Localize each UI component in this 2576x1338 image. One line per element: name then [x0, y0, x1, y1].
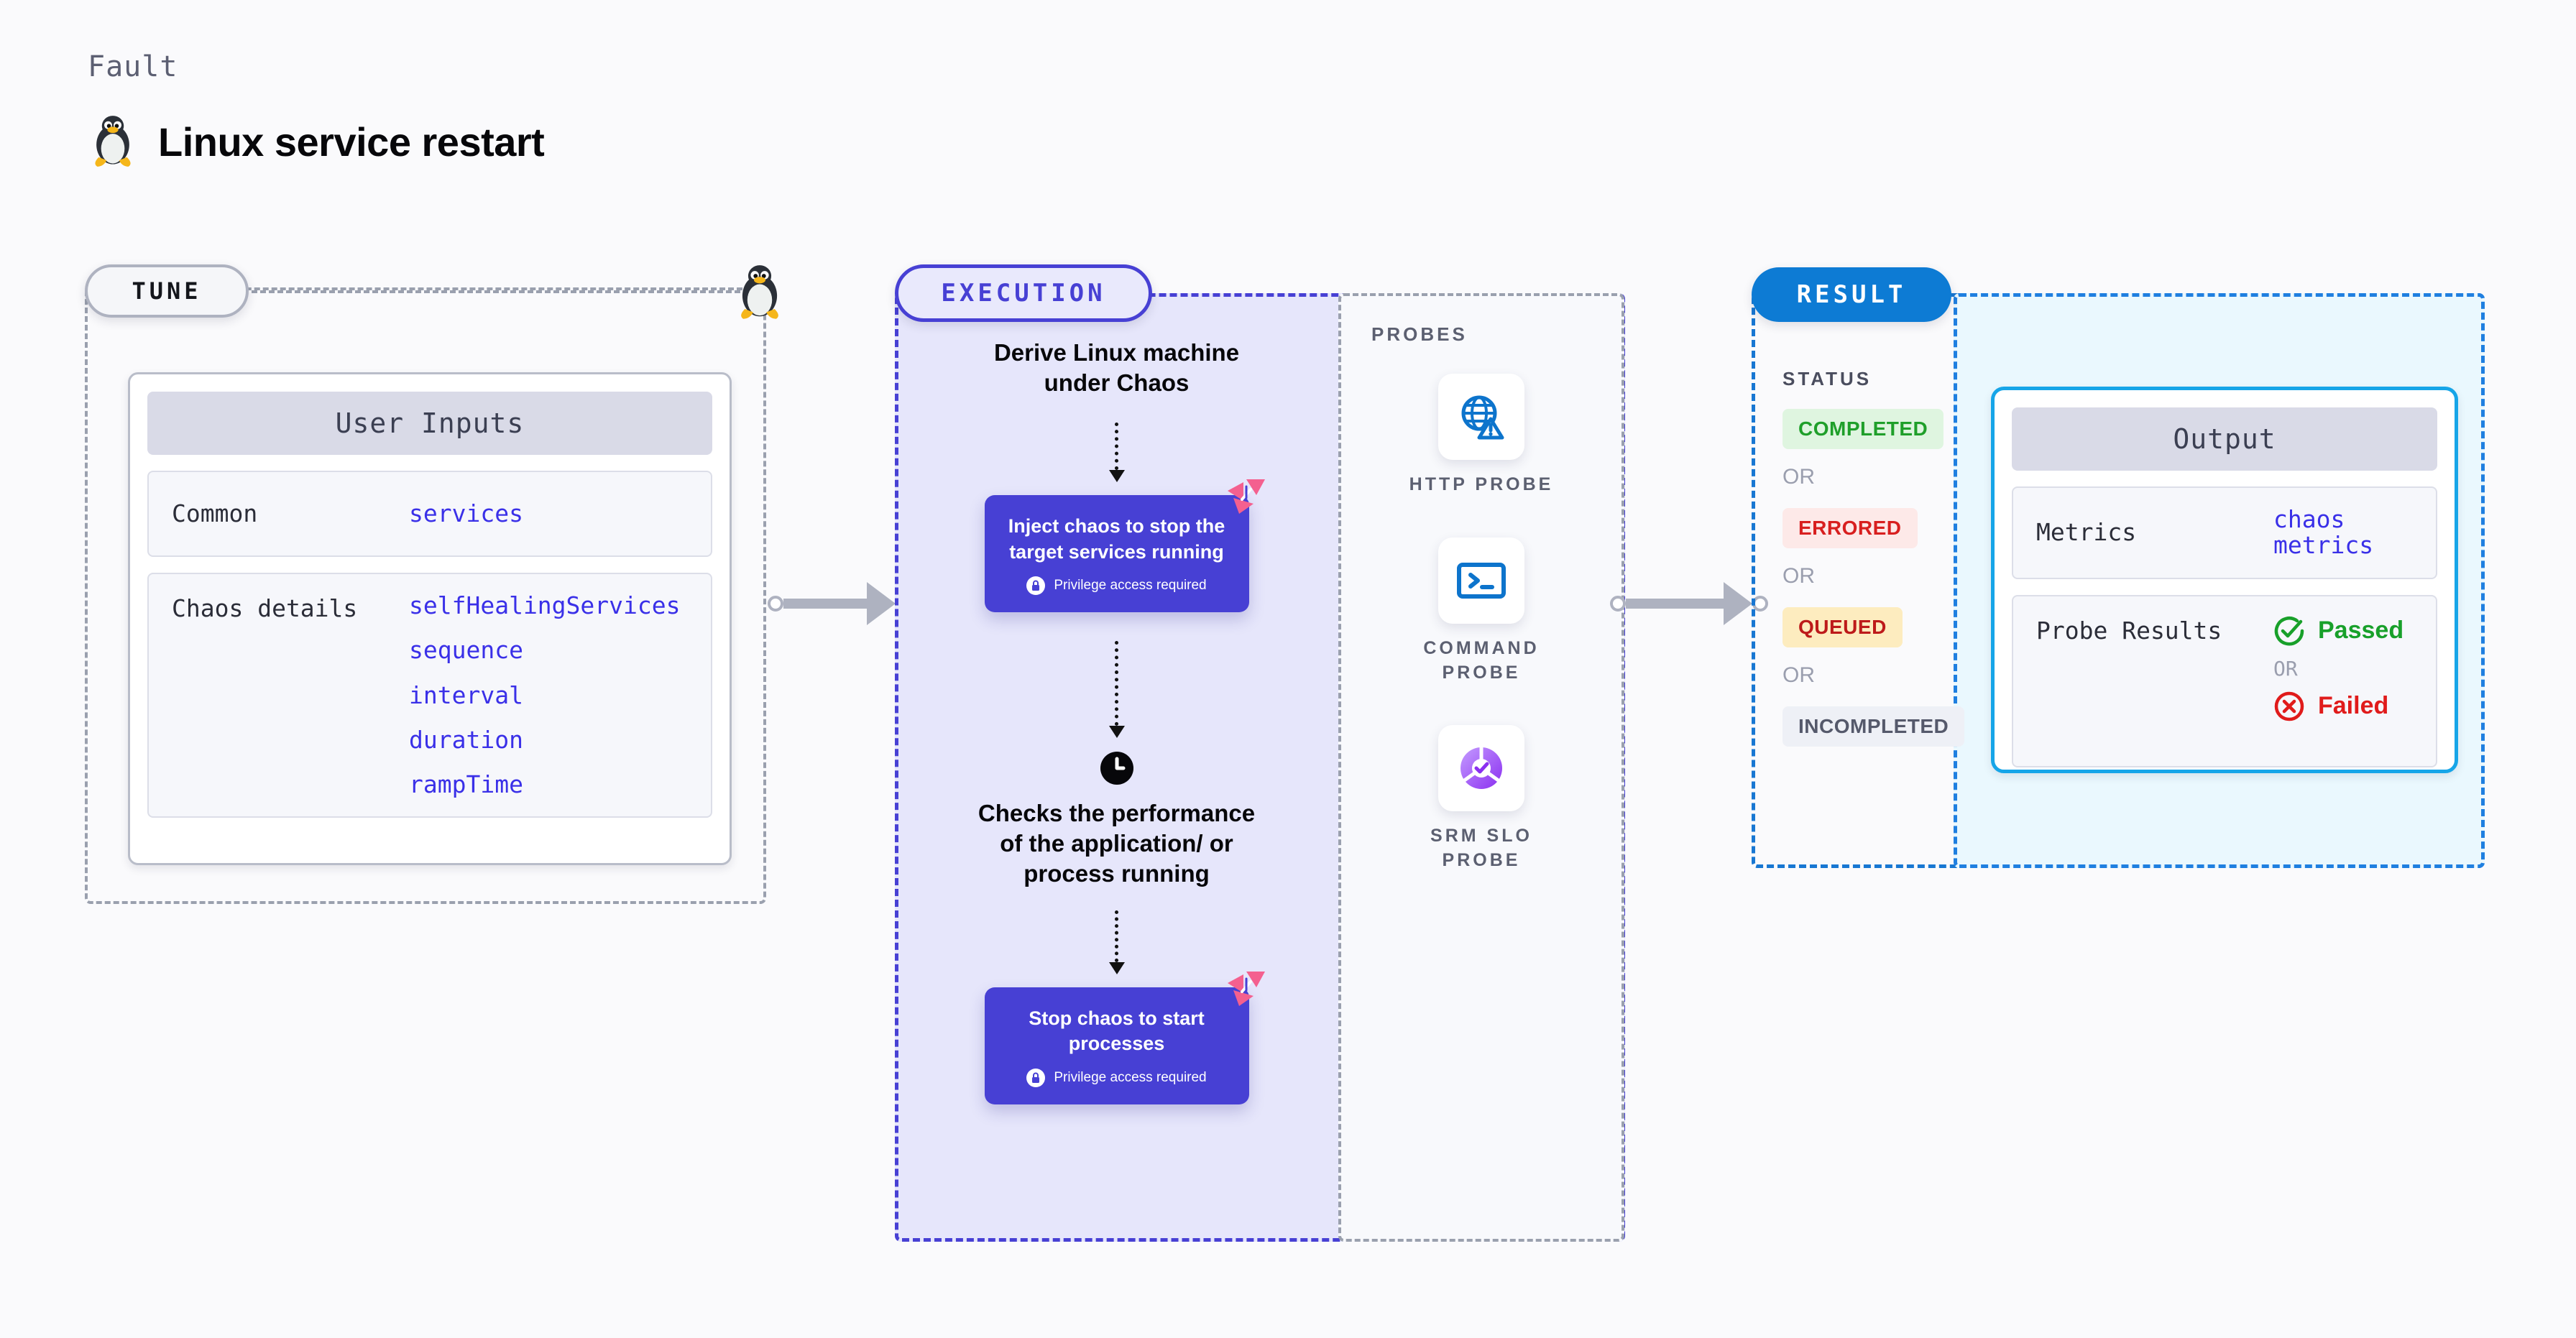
check-circle-icon	[2274, 616, 2304, 646]
probe-label: COMMAND PROBE	[1423, 637, 1540, 683]
flow-arrow-2-icon	[1108, 640, 1125, 738]
status-badge-errored: ERRORED	[1782, 508, 1918, 548]
status-badge-queued: QUEUED	[1782, 607, 1903, 647]
tux-penguin-icon	[95, 116, 131, 167]
stage-badge-result[interactable]: RESULT	[1752, 267, 1951, 322]
tune-panel	[85, 287, 766, 904]
privilege-text: Privilege access required	[1054, 577, 1207, 593]
execution-flow: Derive Linux machine under Chaos Inject …	[895, 338, 1338, 1104]
lock-icon	[1026, 576, 1046, 595]
tune-row-values: selfHealingServices sequence interval du…	[409, 591, 681, 799]
probe-tile	[1438, 537, 1524, 624]
output-metrics-key: Metrics	[2036, 518, 2137, 547]
probe-tile	[1438, 725, 1524, 812]
probe-tile	[1438, 374, 1524, 460]
execution-step-2-text: Checks the performance of the applicatio…	[978, 799, 1256, 887]
output-title: Output	[2012, 407, 2437, 471]
lock-icon	[1026, 1068, 1046, 1087]
flow-arrow-3-icon	[1108, 910, 1125, 975]
output-metrics-values: chaos metrics	[2273, 505, 2413, 560]
status-badge-completed: COMPLETED	[1782, 409, 1944, 449]
status-label: STATUS	[1782, 368, 1872, 389]
probe-result-passed: Passed	[2273, 615, 2404, 647]
tune-value-sequence[interactable]: sequence	[409, 636, 523, 665]
output-metrics-value[interactable]: chaos metrics	[2273, 505, 2374, 560]
stage-badge-tune[interactable]: TUNE	[85, 264, 249, 318]
probe-label: SRM SLO PROBE	[1430, 826, 1532, 870]
probe-item-http[interactable]: HTTP PROBE	[1409, 374, 1554, 497]
tune-value-services[interactable]: services	[409, 499, 523, 527]
output-row-probe-results: Probe Results Passed OR Failed	[2012, 594, 2437, 767]
or-separator: OR	[1782, 663, 1815, 687]
connector-start-dot	[768, 596, 783, 612]
execution-step-1-text: Derive Linux machine under Chaos	[993, 339, 1240, 397]
probes-list: HTTP PROBE COMMAND PROBE	[1338, 374, 1624, 873]
stage-badge-execution[interactable]: EXECUTION	[895, 264, 1152, 322]
tune-value-self-healing-services[interactable]: selfHealingServices	[409, 591, 681, 619]
tux-penguin-corner-icon	[741, 265, 778, 319]
connector-start-dot	[1610, 596, 1626, 612]
output-card: Output Metrics chaos metrics Probe Resul…	[1991, 387, 2458, 773]
probe-result-failed: Failed	[2273, 691, 2404, 722]
connector-execution-to-result	[1610, 582, 1768, 625]
connector-shaft	[783, 599, 867, 609]
privilege-note: Privilege access required	[1026, 576, 1207, 595]
tune-connector-line	[252, 290, 740, 293]
status-column: STATUS COMPLETED OR ERRORED OR QUEUED OR…	[1782, 368, 1969, 747]
or-separator: OR	[1782, 564, 1815, 588]
globe-warning-icon	[1461, 395, 1504, 440]
output-probe-results-key: Probe Results	[2036, 616, 2222, 645]
terminal-icon	[1457, 562, 1506, 599]
or-separator: OR	[1782, 465, 1815, 489]
probe-label: HTTP PROBE	[1409, 474, 1554, 494]
chaos-card-stop[interactable]: Stop chaos to start processes Privilege …	[984, 972, 1265, 1104]
tune-row-key: Common	[172, 499, 258, 527]
tune-row-common: Common services	[147, 471, 712, 557]
harness-chaos-logo-icon	[1227, 972, 1265, 1007]
connector-shaft	[1626, 599, 1724, 609]
tune-value-interval[interactable]: interval	[409, 680, 523, 709]
privilege-note: Privilege access required	[1026, 1068, 1207, 1087]
passed-label: Passed	[2318, 617, 2404, 645]
tune-value-ramp-time[interactable]: rampTime	[409, 770, 523, 799]
chaos-card-inject[interactable]: Inject chaos to stop the target services…	[984, 479, 1265, 612]
user-inputs-title: User Inputs	[147, 392, 712, 455]
tune-row-values: services	[409, 499, 523, 527]
page-title-row: Linux service restart	[88, 115, 545, 168]
probe-item-command[interactable]: COMMAND PROBE	[1392, 537, 1571, 686]
connector-arrowhead-icon	[867, 582, 896, 625]
output-probe-results-values: Passed OR Failed	[2273, 615, 2404, 722]
probes-label: PROBES	[1371, 323, 1468, 345]
failed-label: Failed	[2318, 692, 2389, 720]
tune-value-duration[interactable]: duration	[409, 725, 523, 754]
tune-row-chaos-details: Chaos details selfHealingServices sequen…	[147, 573, 712, 818]
clock-icon	[1100, 751, 1133, 785]
probe-item-srm-slo[interactable]: SRM SLO PROBE	[1392, 725, 1571, 873]
chaos-card-title: Inject chaos to stop the target services…	[1008, 515, 1225, 563]
flow-arrow-1-icon	[1108, 423, 1125, 483]
page-title: Linux service restart	[158, 119, 545, 165]
tune-row-key: Chaos details	[172, 594, 358, 622]
page-kicker: Fault	[88, 50, 178, 83]
harness-chaos-logo-icon	[1227, 479, 1265, 515]
x-circle-icon	[2274, 691, 2304, 721]
or-separator: OR	[2273, 656, 2298, 680]
slo-donut-check-icon	[1460, 747, 1502, 790]
connector-arrowhead-icon	[1724, 582, 1752, 625]
status-badge-incompleted: INCOMPLETED	[1782, 706, 1965, 747]
connector-tune-to-execution	[768, 582, 911, 625]
privilege-text: Privilege access required	[1054, 1069, 1207, 1085]
output-row-metrics: Metrics chaos metrics	[2012, 486, 2437, 579]
user-inputs-card: User Inputs Common services Chaos detail…	[128, 372, 732, 865]
chaos-card-title: Stop chaos to start processes	[1029, 1007, 1205, 1055]
